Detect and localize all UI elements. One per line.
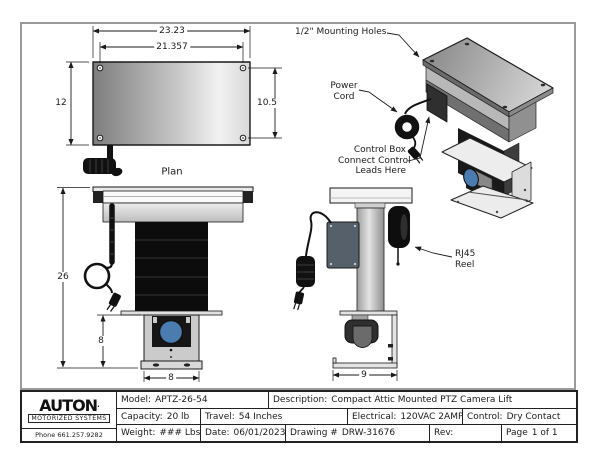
rev-cell: Rev: [430, 425, 502, 442]
isometric-view [394, 37, 554, 219]
travel-cell: Travel: 54 Inches [201, 408, 348, 425]
electrical-cell: Electrical: 120VAC 2AMP [348, 408, 463, 425]
dim-overall-height: 26 [55, 272, 71, 282]
lift-column-front [135, 222, 208, 313]
mounting-plate-plan [92, 61, 251, 146]
dim-plate-height: 12 [53, 98, 69, 108]
dim-housing-width: 8 [166, 373, 176, 383]
power-cord-plan [83, 145, 123, 177]
shelf-iso [441, 137, 533, 183]
plan-view-label: Plan [161, 166, 183, 178]
page-cell: Page 1 of 1 [506, 428, 558, 439]
title-block-row-2: Capacity: 20 lb Travel: 54 Inches Electr… [117, 408, 576, 426]
mounting-holes-annotation: 1/2" Mounting Holes [295, 27, 387, 37]
title-block-row-3: Weight: ### Lbs. Date: 06/01/2023 Drawin… [117, 425, 576, 442]
bottom-bracket-iso [450, 185, 534, 219]
camera-lens-iso [463, 168, 479, 188]
power-plug-front [106, 292, 121, 312]
description-cell: Description: Compact Attic Mounted PTZ C… [273, 394, 513, 405]
side-view [293, 187, 413, 369]
company-logo-subtitle: MOTORIZED SYSTEMS [28, 413, 110, 423]
control-box-annotation: Control Box Connect Control Leads Here [338, 145, 411, 176]
dim-plate-outer-width: 23.23 [157, 26, 187, 36]
title-block-row-1: Model: APTZ-26-54 Description: Compact A… [117, 392, 576, 409]
dim-plate-hole-width: 21.357 [154, 42, 190, 52]
mounting-holes-plan [96, 64, 247, 142]
power-cord-side [293, 256, 315, 311]
power-plug-side [293, 291, 304, 311]
camera-side [344, 314, 379, 348]
logo-cell: AUTON. MOTORIZED SYSTEMS Phone 661.257.9… [22, 392, 117, 441]
company-logo: AUTON. [39, 395, 99, 415]
model-cell: Model: APTZ-26-54 [117, 392, 269, 408]
power-cord-iso [394, 98, 432, 164]
mounting-holes-iso [429, 42, 546, 109]
cord-loop [83, 262, 111, 290]
power-cord-annotation: Power Cord [330, 81, 358, 102]
drawing-number-cell: Drawing # DRW-31676 [286, 425, 430, 442]
title-block: AUTON. MOTORIZED SYSTEMS Phone 661.257.9… [20, 390, 578, 443]
date-cell: Date: 06/01/2023 [201, 425, 286, 442]
camera-lens-front [158, 319, 184, 345]
control-box-side [326, 221, 360, 269]
rj45-reel-annotation: RJ45 Reel [455, 249, 476, 270]
weight-cell: Weight: ### Lbs. [117, 425, 201, 442]
dim-plate-hole-height: 10.5 [254, 98, 280, 108]
capacity-cell: Capacity: 20 lb [117, 408, 201, 425]
lift-column-side [356, 207, 385, 314]
dim-housing-height: 8 [96, 336, 106, 346]
power-cord-front [83, 203, 121, 312]
annotation-leaders [358, 32, 453, 258]
dim-base-width: 9 [359, 370, 369, 380]
company-phone: Phone 661.257.9282 [22, 428, 116, 441]
drawing-border [20, 22, 576, 390]
front-view [83, 186, 254, 370]
rj45-reel [388, 206, 410, 266]
plan-view [83, 61, 251, 177]
control-cell: Control: Dry Contact [467, 411, 561, 422]
power-cord-coil [394, 114, 420, 140]
